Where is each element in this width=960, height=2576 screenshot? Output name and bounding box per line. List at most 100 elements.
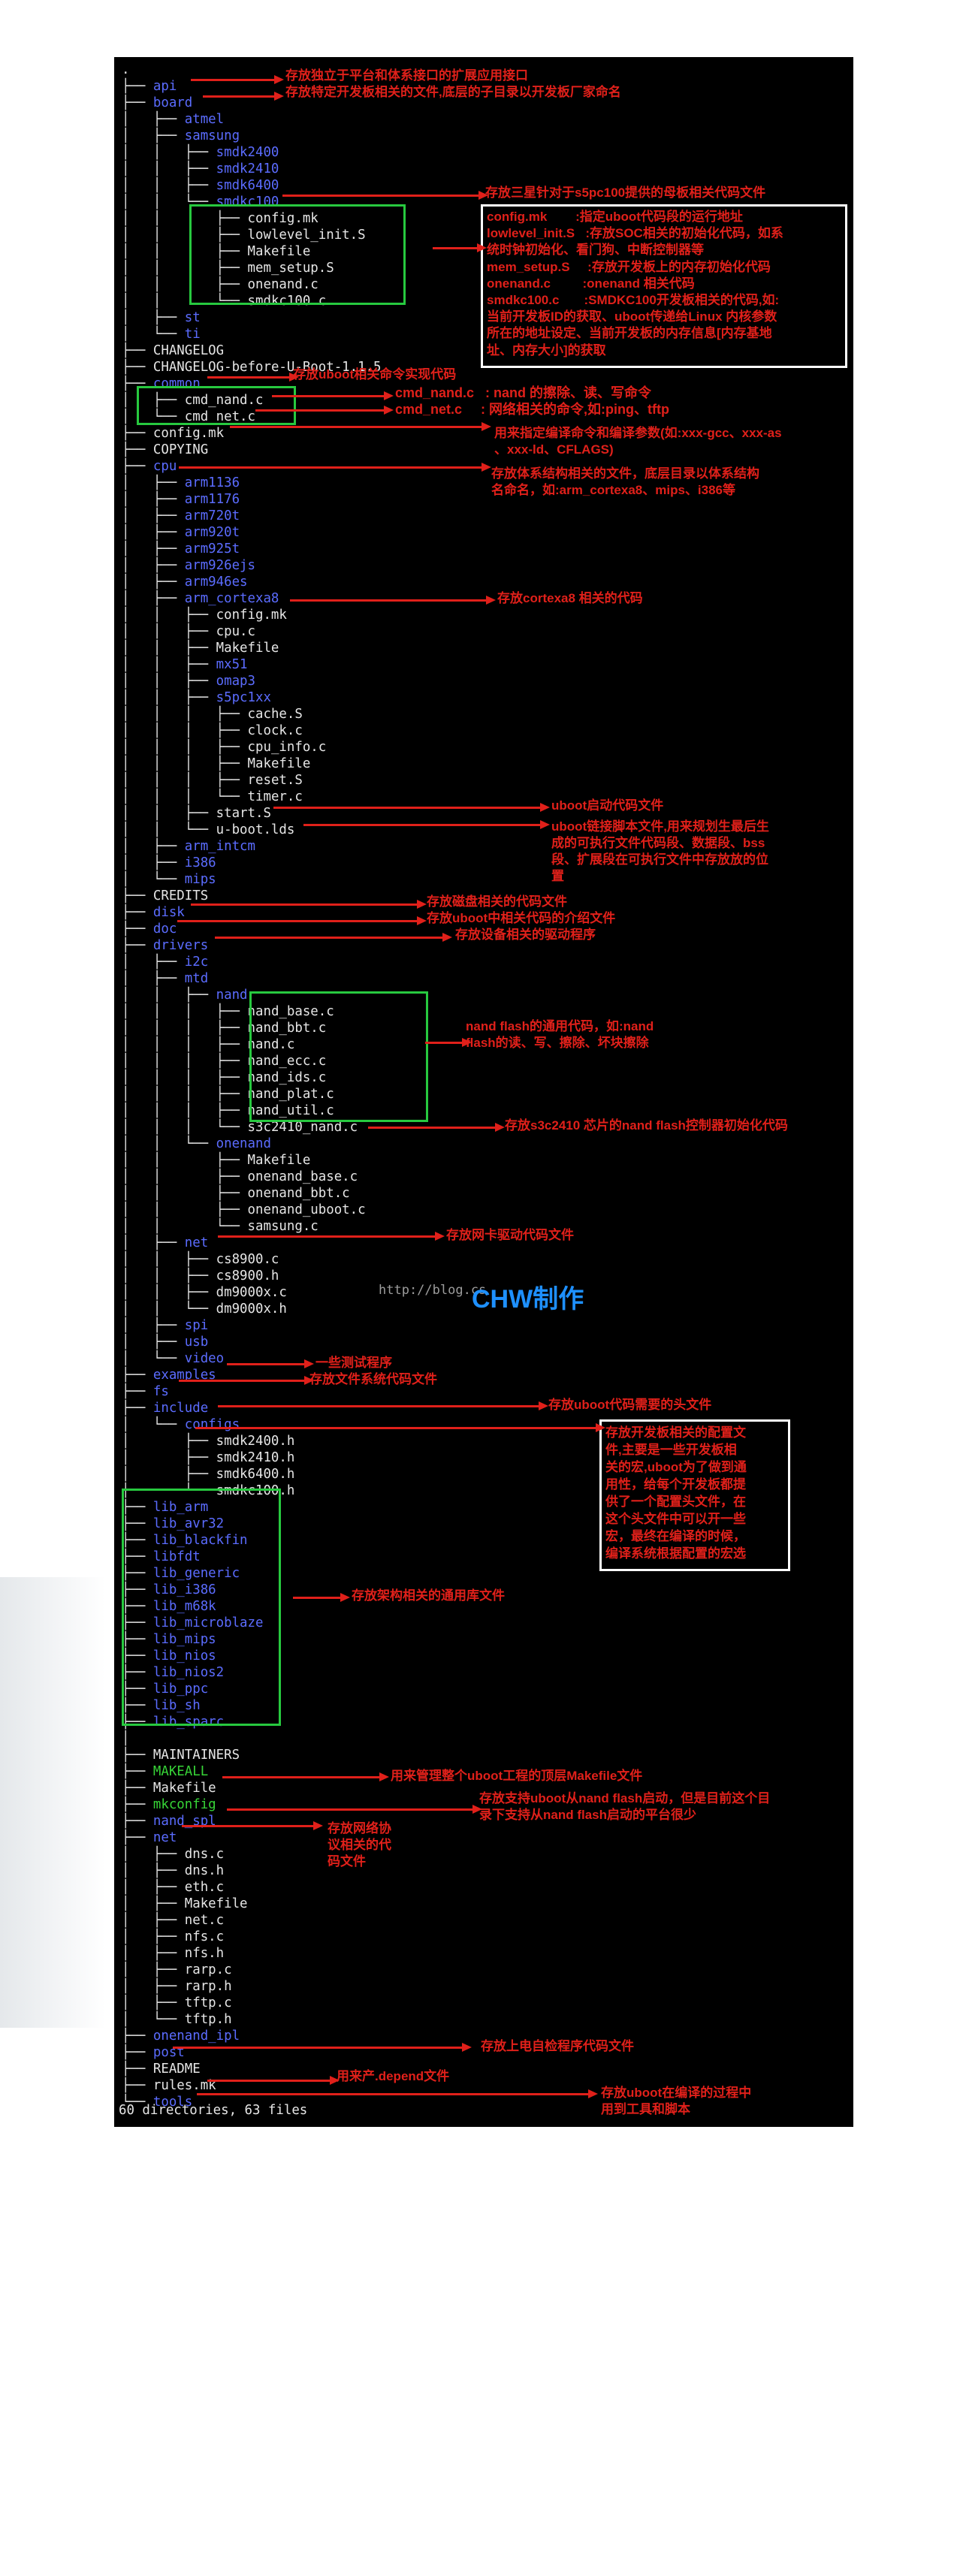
tree-branch: │ │ ├──: [122, 624, 216, 639]
tree-entry-name: Makefile: [152, 1781, 216, 1796]
tree-branch: │ │ ├──: [122, 806, 216, 821]
tree-entry: │ │ │ ├── Makefile: [122, 756, 382, 772]
tree-branch: ├──: [122, 360, 153, 375]
tree-entry: │ ├── rarp.c: [122, 1962, 382, 1978]
tree-entry: │ │ │ └── s3c2410_nand.c: [122, 1119, 382, 1136]
tree-entry: │ │ │ ├── nand_ids.c: [122, 1069, 382, 1086]
tree-entry-name: lib_nios2: [152, 1665, 225, 1680]
tree-entry: │ ├── tftp.c: [122, 1995, 382, 2011]
tree-entry: │ │ ├── smdk6400: [122, 177, 382, 194]
tree-branch: │ └──: [122, 2012, 185, 2027]
tree-entry: └── tools: [122, 2094, 382, 2110]
tree-branch: │ ├──: [122, 1863, 185, 1878]
tree-branch: │ ├──: [122, 1896, 185, 1911]
arrow-fs: [179, 1376, 314, 1385]
tree-entry-name: i386: [184, 855, 216, 870]
tree-branch: │ └──: [122, 1483, 216, 1498]
arrow-doc: [177, 916, 427, 925]
tree-branch: ├──: [122, 1781, 153, 1796]
tree-entry-name: arm946es: [184, 575, 248, 590]
tree-branch: │ │ └──: [122, 294, 248, 309]
tree-branch: ├──: [122, 1698, 153, 1713]
tree-entry-name: nfs.c: [184, 1929, 225, 1944]
note-net-drivers: 存放网卡驱动代码文件: [446, 1228, 574, 1242]
tree-branch: │ └──: [122, 1417, 185, 1432]
tree-entry: │ │ ├── Makefile: [122, 640, 382, 656]
tree-branch: │ └──: [122, 327, 185, 342]
tree-entry-name: cs8900.h: [216, 1268, 279, 1283]
tree-branch: ├──: [122, 1500, 153, 1515]
tree-entry-name: arm1176: [184, 492, 240, 507]
arrow-examples: [227, 1359, 314, 1368]
tree-entry-name: cache.S: [247, 707, 303, 722]
tree-entry-name: arm_intcm: [184, 839, 255, 854]
tree-entry-name: nand_util.c: [247, 1103, 334, 1118]
tree-branch: ├──: [122, 1748, 153, 1763]
tree-branch: │ │ └──: [122, 1302, 216, 1317]
tree-entry-name: arm920t: [184, 525, 240, 540]
tree-entry-name: atmel: [184, 112, 225, 127]
tree-branch: │ │ ├──: [122, 1268, 216, 1283]
tree-branch: ├──: [122, 1516, 153, 1531]
tree-branch: │ │ │ ├──: [122, 740, 248, 755]
blog-url-watermark: http://blog.cs: [379, 1283, 487, 1298]
tree-entry: │ │ └── samsung.c: [122, 1218, 382, 1235]
arrow-cortexa8: [290, 596, 496, 605]
tree-branch: │ │ ├──: [122, 690, 216, 705]
tree-entry: │ │ ├── mem_setup.S: [122, 260, 382, 276]
tree-entry-name: Makefile: [247, 756, 311, 771]
arrow-disk: [191, 900, 427, 909]
tree-entry-name: u-boot.lds: [216, 822, 295, 837]
tree-branch: │ └──: [122, 872, 185, 887]
tree-entry-name: arm925t: [184, 541, 240, 557]
tree-entry-name: rules.mk: [152, 2078, 216, 2093]
tree-entry: │ ├── i2c: [122, 954, 382, 970]
arrow-lib: [293, 1593, 350, 1602]
tree-entry-name: lib_avr32: [152, 1516, 225, 1531]
note-doc: 存放uboot中相关代码的介绍文件: [427, 911, 616, 925]
tree-entry: │ ├── arm_intcm: [122, 838, 382, 855]
tree-branch: │ ├──: [122, 1995, 185, 2010]
tree-branch: │ ├──: [122, 310, 185, 325]
tree-branch: │ ├──: [122, 855, 185, 870]
tree-entry: │ │ ├── onenand_base.c: [122, 1169, 382, 1185]
arrow-makefile: [222, 1772, 389, 1781]
tree-entry-name: board: [152, 95, 193, 110]
tree-branch: │ │ └──: [122, 1219, 248, 1234]
tree-entry-name: ti: [184, 327, 201, 342]
tree-entry: │ ├── i386: [122, 855, 382, 871]
tree-entry-name: eth.c: [184, 1880, 225, 1895]
tree-entry-name: dns.h: [184, 1863, 225, 1878]
tree-entry: ├── net: [122, 1829, 382, 1846]
tree-entry-name: drivers: [152, 938, 209, 953]
tree-branch: │ ├──: [122, 393, 185, 408]
note-cortexa8: 存放cortexa8 相关的代码: [497, 591, 643, 605]
tree-branch: ├──: [122, 79, 153, 94]
tree-entry: ├── COPYING: [122, 442, 382, 458]
tree-entry: ├── rules.mk: [122, 2077, 382, 2094]
tree-entry-name: examples: [152, 1368, 216, 1383]
tree-entry-name: nfs.h: [184, 1946, 225, 1961]
tree-entry-name: README: [152, 2062, 201, 2077]
tree-branch: │ ├──: [122, 1467, 216, 1482]
tree-entry-name: CHANGELOG: [152, 343, 225, 358]
arrow-common: [207, 373, 299, 382]
tree-branch: │ ├──: [122, 575, 185, 590]
tree-branch: │ │ ├──: [122, 1186, 248, 1201]
tree-entry: │ └── smdkc100.h: [122, 1483, 382, 1499]
tree-entry: │ │ │ └── timer.c: [122, 789, 382, 805]
tree-branch: │ ├──: [122, 1946, 185, 1961]
tree-entry-name: config.mk: [152, 426, 225, 441]
tree-entry-name: lib_sh: [152, 1698, 201, 1713]
tree-entry-name: nand_base.c: [247, 1004, 334, 1019]
tree-entry: │ └── video: [122, 1350, 382, 1367]
tree-entry: │ │ ├── start.S: [122, 805, 382, 822]
tree-entry: │ ├── samsung: [122, 128, 382, 144]
arrow-api: [191, 75, 284, 84]
tree-entry-name: cs8900.c: [216, 1252, 279, 1267]
note-disk: 存放磁盘相关的代码文件: [427, 894, 567, 909]
tree-entry: │ ├── net.c: [122, 1912, 382, 1929]
tree-branch: ├──: [122, 2045, 153, 2060]
tree-entry-name: COPYING: [152, 442, 209, 457]
tree-entry-name: s5pc1xx: [216, 690, 271, 705]
